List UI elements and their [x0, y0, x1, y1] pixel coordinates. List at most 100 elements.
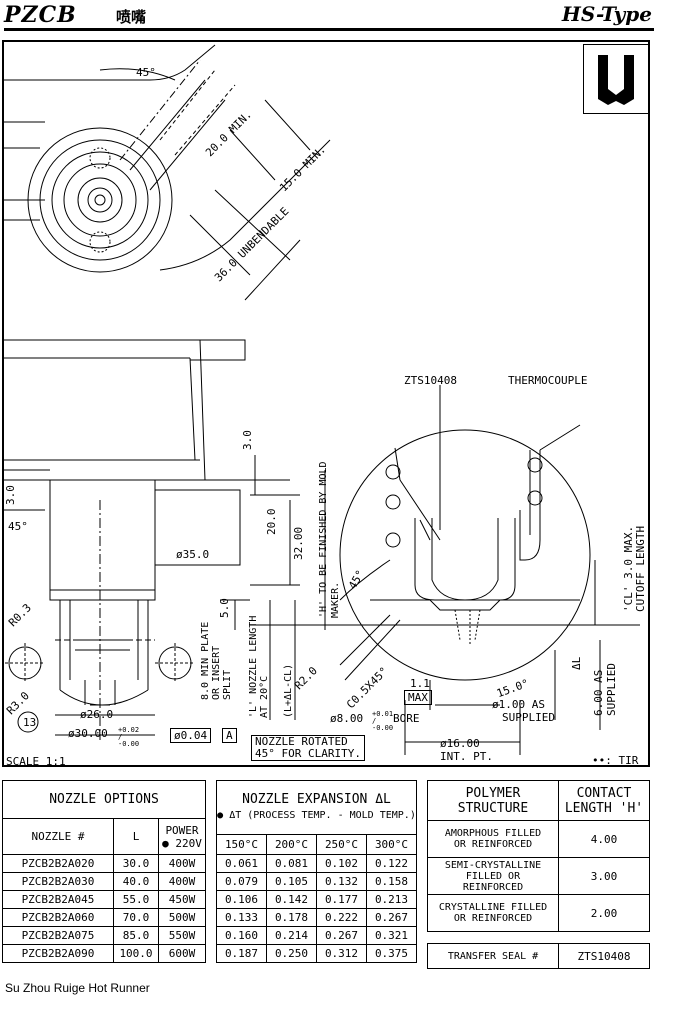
- dim-35: ø35.0: [176, 548, 210, 561]
- type-symbol-box: [583, 44, 649, 114]
- rotated-note: NOZZLE ROTATED 45° FOR CLARITY.: [251, 735, 365, 761]
- table-cell: AMORPHOUS FILLED OR REINFORCED: [427, 820, 559, 858]
- header-rule: [4, 28, 654, 31]
- footer-company: Su Zhou Ruige Hot Runner: [5, 981, 150, 995]
- table-cell: PZCB2B2A030: [2, 872, 114, 891]
- table-cell: 100.0: [113, 944, 159, 963]
- dim-3-top: 3.0: [241, 430, 254, 450]
- balloon-13: 13: [23, 716, 37, 729]
- scale-label: SCALE 1:1: [6, 755, 66, 768]
- table-cell: 0.187: [216, 944, 267, 963]
- polymer-structure-table: POLYMER STRUCTURE CONTACT LENGTH 'H' AMO…: [427, 780, 650, 932]
- table-cell: PZCB2B2A075: [2, 926, 114, 945]
- tir-note: ••: TIR: [592, 754, 639, 767]
- plate-split-note: 8.0 MIN PLATE OR INSERT SPLIT: [200, 621, 233, 700]
- table-cell: 600W: [158, 944, 206, 963]
- nozzle-symbol-icon: [598, 55, 634, 105]
- h-finish-note: 'H' TO BE FINISHED BY MOLD MAKER.: [318, 461, 341, 618]
- column-header: 150°C: [216, 834, 267, 855]
- angle-45-left: 45°: [8, 520, 28, 533]
- dim-32-tol: 32.00: [292, 526, 305, 560]
- table-cell: CRYSTALLINE FILLED OR REINFORCED: [427, 894, 559, 932]
- table-cell: 3.00: [558, 857, 650, 895]
- column-header: 200°C: [266, 834, 317, 855]
- table-cell: 0.105: [266, 872, 317, 891]
- table-cell: 40.0: [113, 872, 159, 891]
- table-cell: 400W: [158, 872, 206, 891]
- table-cell: 0.160: [216, 926, 267, 945]
- table-cell: 500W: [158, 908, 206, 927]
- cutoff-length-note: CUTOFF LENGTH: [634, 525, 647, 612]
- nozzle-options-table: NOZZLE OPTIONS NOZZLE # L POWER● 220V PZ…: [2, 780, 206, 963]
- contact-length-header: CONTACT LENGTH 'H': [558, 780, 650, 821]
- table-cell: PZCB2B2A060: [2, 908, 114, 927]
- table-cell: 0.142: [266, 890, 317, 909]
- bore-dim: ø8.00: [330, 712, 364, 725]
- table-cell: 85.0: [113, 926, 159, 945]
- table-cell: 0.213: [366, 890, 417, 909]
- nozzle-expansion-subtitle: ● ΔT (PROCESS TEMP. - MOLD TEMP.): [217, 809, 416, 821]
- col-nozzle: NOZZLE #: [2, 818, 114, 855]
- col-power: POWER● 220V: [158, 818, 206, 855]
- drawing-frame: [2, 40, 650, 767]
- table-cell: 0.312: [316, 944, 367, 963]
- length-formula: (L+ΔL-CL): [283, 663, 294, 718]
- table-cell: 0.132: [316, 872, 367, 891]
- table-cell: 0.214: [266, 926, 317, 945]
- dim-20-tol: 20.0: [265, 508, 278, 536]
- max-label: MAX: [404, 690, 432, 705]
- table-cell: 0.321: [366, 926, 417, 945]
- dim-1-1: 1.1: [410, 677, 430, 690]
- transfer-seal-table: TRANSFER SEAL # ZTS10408: [427, 943, 650, 969]
- table-cell: 0.122: [366, 854, 417, 873]
- table-cell: 0.267: [366, 908, 417, 927]
- rotated-note-line1: NOZZLE ROTATED: [255, 735, 348, 748]
- angle-45-top-label: 45°: [136, 66, 156, 79]
- brand-logo-text: PZCB: [4, 2, 77, 28]
- table-cell: PZCB2B2A090: [2, 944, 114, 963]
- nozzle-options-title: NOZZLE OPTIONS: [2, 780, 206, 819]
- table-cell: 450W: [158, 890, 206, 909]
- zts-callout: ZTS10408: [404, 374, 457, 387]
- delta-l-label: ΔL: [570, 656, 583, 670]
- table-cell: PZCB2B2A020: [2, 854, 114, 873]
- table-cell: 0.250: [266, 944, 317, 963]
- column-header: 250°C: [316, 834, 367, 855]
- thermocouple-callout: THERMOCOUPLE: [508, 374, 588, 387]
- nozzle-length-note: 'L' NOZZLE LENGTH AT 20°C: [248, 615, 270, 718]
- bore-tolerance: +0.01 / -0.00: [372, 710, 394, 732]
- dim-30: ø30.00: [68, 727, 108, 740]
- nozzle-expansion-header: NOZZLE EXPANSION ΔL ● ΔT (PROCESS TEMP. …: [216, 780, 417, 835]
- table-cell: 0.106: [216, 890, 267, 909]
- orifice-dim: ø1.00 AS: [492, 698, 545, 711]
- table-cell: 550W: [158, 926, 206, 945]
- table-cell: 0.267: [316, 926, 367, 945]
- col-l: L: [113, 818, 159, 855]
- table-cell: SEMI-CRYSTALLINE FILLED OR REINFORCED: [427, 857, 559, 895]
- nozzle-technical-drawing: [4, 44, 640, 755]
- datum-a-callout: A: [222, 728, 237, 743]
- table-cell: 55.0: [113, 890, 159, 909]
- table-cell: 0.222: [316, 908, 367, 927]
- table-cell: 400W: [158, 854, 206, 873]
- concentricity-callout: ø0.04: [170, 728, 212, 743]
- column-header: 300°C: [366, 834, 417, 855]
- table-cell: 0.102: [316, 854, 367, 873]
- dim-3-left: 3.0: [4, 485, 17, 505]
- transfer-seal-label: TRANSFER SEAL #: [427, 943, 559, 969]
- table-cell: 70.0: [113, 908, 159, 927]
- table-cell: 2.00: [558, 894, 650, 932]
- nozzle-expansion-title: NOZZLE EXPANSION ΔL: [242, 791, 391, 807]
